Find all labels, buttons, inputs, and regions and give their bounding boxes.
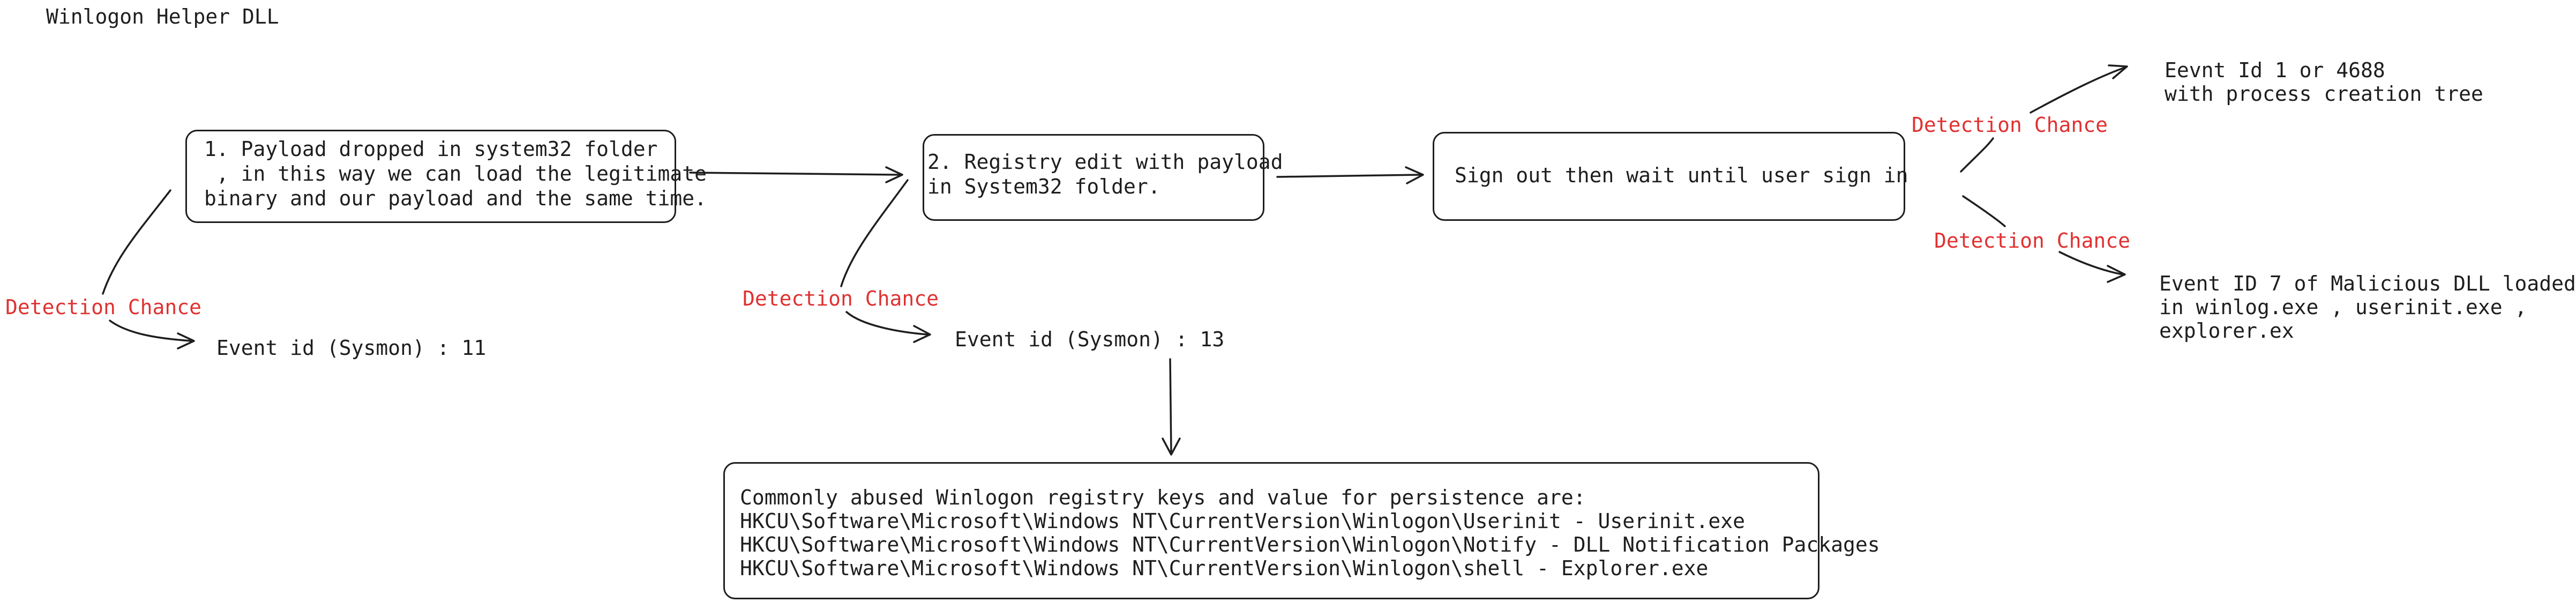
registry-line-3: HKCU\Software\Microsoft\Windows NT\Curre… xyxy=(740,533,1880,556)
arrowhead-event13 xyxy=(913,325,931,343)
step2-line-2: in System32 folder. xyxy=(927,175,1160,198)
arrow-detection1-event11 xyxy=(109,319,193,342)
arrow-detection4-event4 xyxy=(2058,251,2124,276)
registry-line-4: HKCU\Software\Microsoft\Windows NT\Curre… xyxy=(740,556,1709,580)
event3-line-1: Eevnt Id 1 or 4688 xyxy=(2165,58,2385,82)
step1-line-1: 1. Payload dropped in system32 folder xyxy=(204,137,658,161)
connector-step3-detection3 xyxy=(1960,137,1994,173)
connector-step1-detection xyxy=(102,189,171,295)
arrowhead-event3 xyxy=(2108,64,2128,79)
event-sysmon-11: Event id (Sysmon) : 11 xyxy=(216,336,486,360)
arrowhead-step2 xyxy=(885,166,903,183)
connector-step2-detection xyxy=(840,179,909,287)
connector-step3-detection4 xyxy=(1962,195,2006,227)
step1-line-3: binary and our payload and the same time… xyxy=(204,187,707,210)
step1-box: 1. Payload dropped in system32 folder , … xyxy=(185,130,707,223)
arrowhead-step3 xyxy=(1405,166,1424,184)
event-sysmon-13: Event id (Sysmon) : 13 xyxy=(955,328,1225,351)
arrowhead-event11 xyxy=(177,332,195,350)
arrow-step2-to-step3 xyxy=(1276,174,1422,178)
event3-line-2: with process creation tree xyxy=(2165,82,2483,106)
arrow-step1-to-step2 xyxy=(689,172,901,176)
diagram-title: Winlogon Helper DLL xyxy=(46,5,279,28)
step2-box: 2. Registry edit with payload in System3… xyxy=(923,134,1283,221)
detection-label-2: Detection Chance xyxy=(743,287,939,310)
step1-line-2: , in this way we can load the legitimate xyxy=(204,162,707,185)
detection-label-4: Detection Chance xyxy=(1934,229,2131,252)
detection-label-3: Detection Chance xyxy=(1912,113,2108,137)
registry-line-2: HKCU\Software\Microsoft\Windows NT\Curre… xyxy=(740,509,1745,533)
event4-line-2: in winlog.exe , userinit.exe , xyxy=(2159,295,2527,319)
event4-line-3: explorer.ex xyxy=(2159,319,2294,343)
arrowhead-registry xyxy=(1162,437,1181,456)
registry-line-1: Commonly abused Winlogon registry keys a… xyxy=(740,486,1586,509)
detection-label-1: Detection Chance xyxy=(5,295,202,319)
arrow-detection2-event13 xyxy=(845,311,929,336)
arrow-detection3-event3 xyxy=(2030,66,2126,114)
event4-line-1: Event ID 7 of Malicious DLL loaded xyxy=(2159,272,2576,295)
arrow-event13-registry xyxy=(1169,358,1172,455)
arrowhead-event4 xyxy=(2107,265,2126,283)
step3-text: Sign out then wait until user sign in xyxy=(1455,163,1908,187)
step2-line-1: 2. Registry edit with payload xyxy=(927,150,1283,174)
registry-box: Commonly abused Winlogon registry keys a… xyxy=(723,462,1880,599)
step3-box: Sign out then wait until user sign in xyxy=(1433,132,1908,221)
